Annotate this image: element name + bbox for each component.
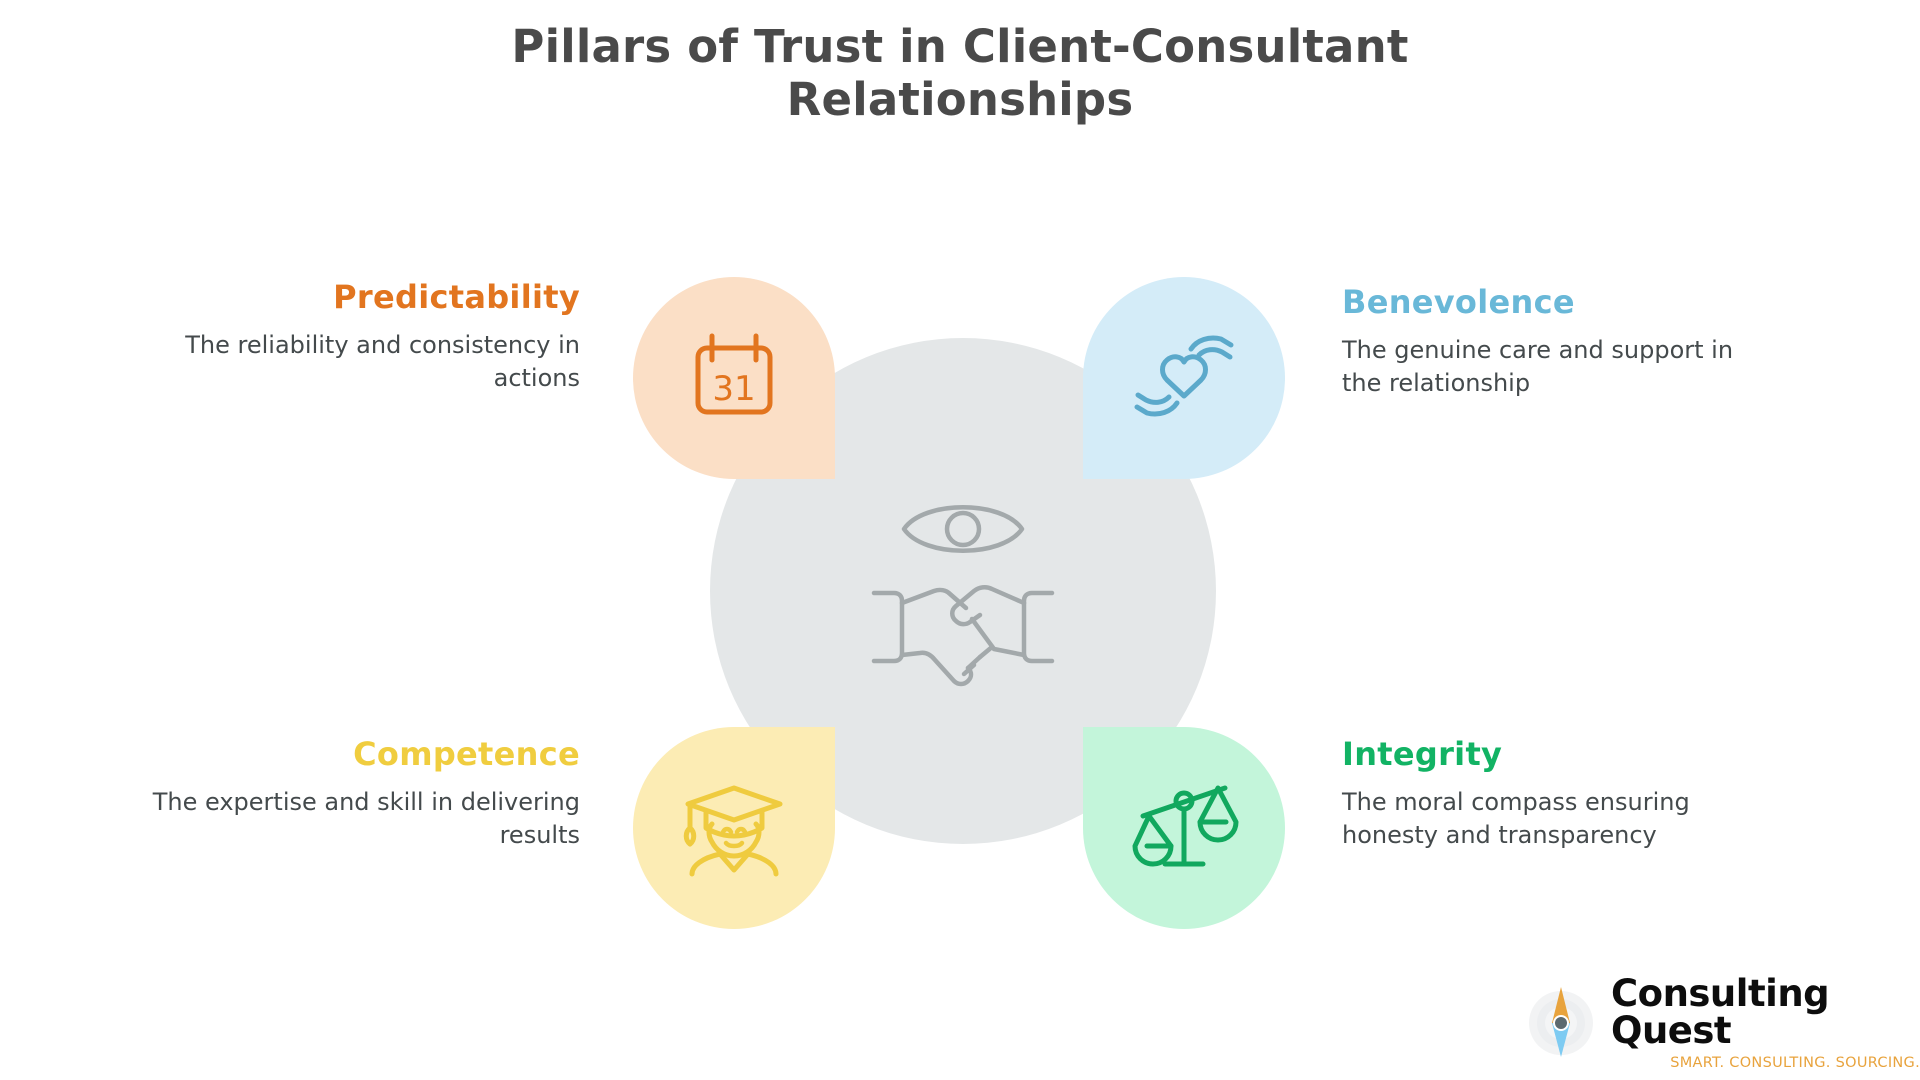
pillar-title-benevolence: Benevolence	[1342, 283, 1575, 321]
compass-needle-icon	[1525, 981, 1597, 1065]
pillar-description-integrity: The moral compass ensuring honesty and t…	[1342, 788, 1690, 850]
logo-tagline: SMART. CONSULTING. SOURCING.	[1670, 1055, 1920, 1071]
hands-heart-icon	[1129, 324, 1239, 432]
pillar-text-benevolence: Benevolence The genuine care and support…	[1342, 283, 1742, 400]
pillar-blob-predictability[interactable]: 31	[633, 277, 835, 479]
brand-logo[interactable]: Consulting Quest SMART. CONSULTING. SOUR…	[1525, 975, 1920, 1071]
pillar-text-integrity: Integrity The moral compass ensuring hon…	[1342, 735, 1742, 852]
pillar-title-integrity: Integrity	[1342, 735, 1503, 773]
pillar-description-competence: The expertise and skill in delivering re…	[152, 788, 580, 850]
page-title-line-1: Pillars of Trust in Client-Consultant	[511, 20, 1409, 73]
balance-scales-icon	[1129, 774, 1239, 882]
pillar-title-competence: Competence	[353, 735, 580, 773]
pillar-description-benevolence: The genuine care and support in the rela…	[1342, 336, 1734, 398]
handshake-icon	[868, 577, 1058, 691]
pillar-blob-integrity[interactable]	[1083, 727, 1285, 929]
eye-icon	[898, 491, 1028, 571]
logo-name: Consulting Quest	[1611, 972, 1830, 1052]
calendar-icon: 31	[682, 324, 786, 432]
pillar-text-competence: Competence The expertise and skill in de…	[150, 735, 580, 852]
center-icon-group	[710, 338, 1216, 844]
page-title-line-2: Relationships	[786, 73, 1134, 127]
pillar-blob-competence[interactable]	[633, 727, 835, 929]
calendar-day-number: 31	[712, 369, 755, 409]
pillar-title-predictability: Predictability	[333, 278, 580, 316]
page-title: Pillars of Trust in Client-Consultant Re…	[260, 20, 1660, 126]
graduate-icon	[678, 774, 790, 882]
pillar-description-predictability: The reliability and consistency in actio…	[185, 331, 580, 393]
pillar-blob-benevolence[interactable]	[1083, 277, 1285, 479]
logo-text-group: Consulting Quest SMART. CONSULTING. SOUR…	[1611, 975, 1920, 1071]
pillar-text-predictability: Predictability The reliability and consi…	[150, 278, 580, 395]
